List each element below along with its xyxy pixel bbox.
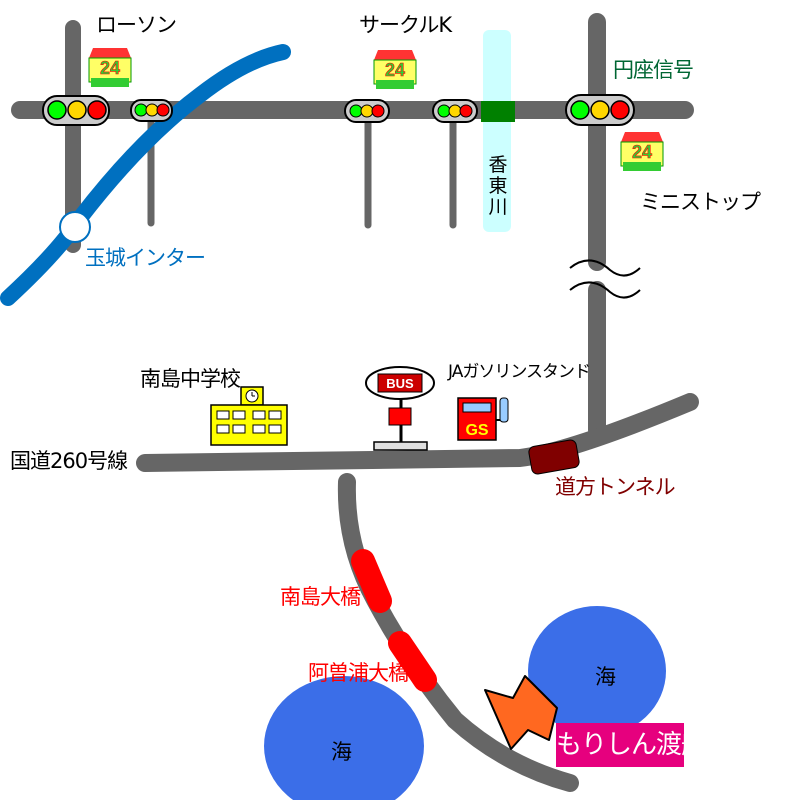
bridge-asoura	[388, 631, 437, 692]
label-sea-right: 海	[595, 665, 616, 689]
sea-left	[264, 676, 424, 800]
destination-bg	[556, 723, 684, 767]
label-bridge-asoura: 阿曽浦大橋	[308, 661, 409, 685]
bus-stop-icon: BUS	[365, 366, 435, 451]
arrow-icon	[484, 675, 558, 750]
label-school: 南島中学校	[140, 367, 241, 391]
store-24h-icon: 24	[88, 48, 132, 87]
label-bridge-minamishima: 南島大橋	[280, 585, 361, 609]
road-break-squiggle-2	[569, 281, 641, 299]
destination-label: もりしん渡船	[556, 730, 707, 760]
traffic-signal-4	[432, 99, 478, 123]
traffic-signal-1	[42, 95, 110, 126]
gas-station-icon: GS	[457, 397, 509, 441]
gs-text: GS	[465, 422, 488, 439]
label-enza-signal: 円座信号	[613, 58, 694, 82]
label-tunnel: 道方トンネル	[555, 475, 676, 499]
traffic-signal-2	[130, 99, 173, 122]
label-sea-left: 海	[331, 740, 352, 764]
expressway	[0, 44, 291, 306]
river	[483, 30, 511, 232]
label-route-260: 国道260号線	[10, 449, 128, 473]
label-river: 香東川	[488, 154, 508, 218]
tunnel	[528, 439, 580, 475]
sea-right	[528, 606, 666, 736]
traffic-signal-3	[344, 99, 390, 123]
label-circlek: サークルK	[359, 13, 452, 37]
road-break-squiggle	[569, 259, 641, 277]
store-24h-text: 24	[100, 58, 120, 78]
route-260	[136, 393, 699, 472]
bus-text: BUS	[386, 376, 414, 391]
school-icon	[210, 386, 288, 446]
store-24h-text-3: 24	[632, 142, 652, 162]
label-lawson: ローソン	[96, 13, 177, 37]
store-24h-icon-3: 24	[620, 132, 664, 171]
label-tamashiro-inter: 玉城インター	[85, 246, 206, 270]
traffic-signal-5	[565, 94, 635, 126]
store-24h-icon-2: 24	[373, 50, 417, 89]
label-ja-gs: JAガソリンスタンド	[448, 362, 591, 382]
store-24h-text-2: 24	[385, 60, 405, 80]
bridge-minamishima	[351, 549, 392, 613]
river-bridge	[481, 101, 515, 122]
tamashiro-interchange	[59, 211, 91, 243]
label-ministop: ミニストップ	[640, 190, 761, 214]
